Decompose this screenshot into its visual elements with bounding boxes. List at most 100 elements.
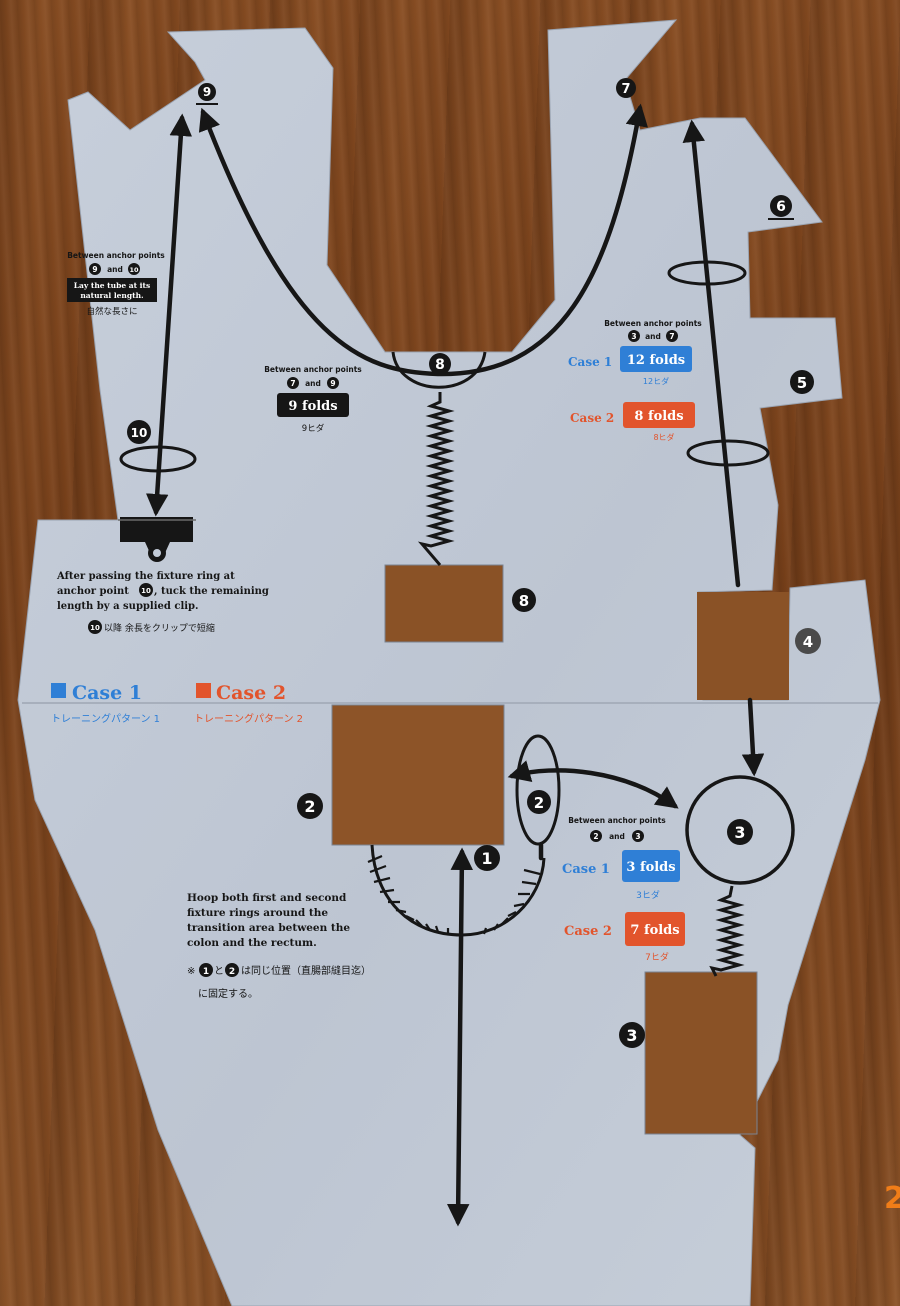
note-hoop-instruction: Hoop both first and second fixture rings…: [187, 892, 371, 1000]
svg-text:8 folds: 8 folds: [634, 409, 683, 424]
ring-lower-right: [686, 439, 770, 467]
case-legend: Case 1 Case 2 トレーニングパターン 1 トレーニングパターン 2: [51, 682, 303, 725]
path-to-3: [741, 697, 765, 777]
badge-8-side: 8: [512, 588, 536, 612]
svg-text:Case 2: Case 2: [564, 924, 612, 939]
cutout-center-large: [331, 704, 505, 846]
svg-text:3ヒダ: 3ヒダ: [636, 889, 660, 901]
svg-text:Case 1: Case 1: [72, 682, 142, 704]
cutout-top-center: [384, 564, 504, 643]
fixture-rings: [119, 260, 795, 885]
coil-below-8: [417, 392, 455, 566]
svg-text:9 folds: 9 folds: [288, 399, 337, 414]
badge-8-center: 8: [429, 353, 451, 375]
svg-text:9: 9: [330, 379, 335, 388]
svg-text:After passing the fixture ring: After passing the fixture ring at: [56, 571, 235, 582]
note-clip-instruction: After passing the fixture ring at anchor…: [56, 571, 269, 634]
svg-text:10: 10: [129, 266, 139, 274]
anchor-badges: 9 7 6 5 4 8 8 10: [127, 78, 821, 1048]
badge-6: 6: [768, 195, 794, 220]
svg-text:3: 3: [631, 332, 636, 341]
coil-below-3: [709, 885, 745, 977]
svg-text:10: 10: [141, 587, 151, 595]
svg-text:and: and: [609, 832, 625, 841]
svg-text:anchor point: anchor point: [57, 586, 129, 597]
svg-text:トレーニングパターン 2: トレーニングパターン 2: [194, 712, 303, 725]
note-anchor-2-3: Between anchor points 2 and 3 Case 1 3 f…: [562, 816, 685, 963]
svg-text:and: and: [645, 332, 661, 341]
svg-text:Between anchor points: Between anchor points: [568, 816, 666, 825]
svg-text:and: and: [305, 379, 321, 388]
svg-text:と: と: [214, 965, 224, 977]
svg-text:length by a supplied clip.: length by a supplied clip.: [57, 601, 199, 612]
case1-swatch: [51, 683, 66, 698]
svg-text:4: 4: [803, 633, 813, 651]
svg-text:1: 1: [203, 967, 209, 977]
svg-text:natural length.: natural length.: [80, 291, 143, 300]
svg-text:7: 7: [290, 379, 295, 388]
svg-text:Lay the tube at its: Lay the tube at its: [74, 281, 150, 290]
path-4-to-7: [682, 119, 741, 588]
coil-u-lower-ripple: [367, 854, 541, 935]
svg-text:8: 8: [435, 357, 445, 373]
badge-10: 10: [127, 420, 151, 444]
svg-text:Case 1: Case 1: [562, 862, 610, 877]
svg-text:transition area between the: transition area between the: [187, 922, 350, 934]
svg-text:3 folds: 3 folds: [626, 860, 675, 875]
svg-text:Case 1: Case 1: [568, 355, 612, 369]
svg-text:Case 2: Case 2: [570, 411, 614, 425]
svg-text:9ヒダ: 9ヒダ: [302, 423, 325, 434]
svg-text:7ヒダ: 7ヒダ: [645, 951, 669, 963]
svg-text:10: 10: [90, 624, 100, 632]
svg-text:Between anchor points: Between anchor points: [67, 251, 165, 260]
coil-springs: [367, 392, 745, 977]
svg-text:12 folds: 12 folds: [627, 353, 685, 368]
svg-text:は同じ位置（直腸部縫目迄）: は同じ位置（直腸部縫目迄）: [241, 964, 371, 977]
ring-upper-right: [667, 260, 747, 286]
svg-text:2: 2: [534, 794, 544, 812]
svg-text:※: ※: [187, 966, 195, 977]
svg-text:fixture rings around the: fixture rings around the: [187, 907, 328, 919]
svg-text:3: 3: [626, 1026, 637, 1045]
svg-text:Between anchor points: Between anchor points: [604, 319, 702, 328]
badge-2-ring: 2: [527, 790, 551, 814]
svg-text:3: 3: [734, 823, 745, 842]
badge-9-top: 9: [196, 83, 218, 105]
svg-text:8: 8: [519, 592, 529, 610]
svg-text:10: 10: [131, 426, 148, 440]
svg-text:colon and the rectum.: colon and the rectum.: [187, 937, 317, 949]
badge-4: 4: [795, 628, 821, 654]
badge-3-lower: 3: [619, 1022, 645, 1048]
path-1-vertical: [446, 847, 474, 1227]
badge-3-ring: 3: [727, 819, 753, 845]
coil-u-lower: [370, 844, 546, 937]
ring-3: [685, 775, 795, 885]
svg-text:Case 2: Case 2: [216, 682, 286, 704]
svg-text:2: 2: [304, 797, 315, 816]
svg-text:5: 5: [797, 374, 807, 392]
svg-text:12ヒダ: 12ヒダ: [643, 376, 669, 386]
badge-5: 5: [790, 370, 814, 394]
note-anchor-9-10: Between anchor points 9 and 10 Lay the t…: [67, 251, 165, 317]
svg-text:9: 9: [203, 85, 211, 99]
clip-icon: [118, 517, 196, 562]
svg-text:7 folds: 7 folds: [630, 923, 679, 938]
edge-page-mark: 2: [884, 1181, 900, 1216]
svg-text:自然な長さに: 自然な長さに: [86, 306, 137, 317]
svg-text:トレーニングパターン 1: トレーニングパターン 1: [51, 712, 160, 725]
case2-swatch: [196, 683, 211, 698]
svg-text:, tuck the remaining: , tuck the remaining: [154, 586, 269, 597]
note-anchor-7-9: Between anchor points 7 and 9 9 folds 9ヒ…: [264, 365, 362, 434]
badge-7-top: 7: [616, 78, 636, 98]
note-anchor-3-7: Between anchor points 3 and 7 Case 1 12 …: [568, 319, 702, 442]
svg-text:Between anchor points: Between anchor points: [264, 365, 362, 374]
path-2-to-3-double-arrow: [507, 760, 679, 809]
svg-text:3: 3: [635, 832, 640, 841]
svg-text:9: 9: [92, 265, 97, 274]
cutout-lower-right: [644, 971, 758, 1135]
svg-text:Hoop both first and second: Hoop both first and second: [187, 892, 347, 904]
svg-text:7: 7: [669, 332, 674, 341]
svg-text:2: 2: [593, 832, 598, 841]
ring-10: [119, 445, 197, 473]
